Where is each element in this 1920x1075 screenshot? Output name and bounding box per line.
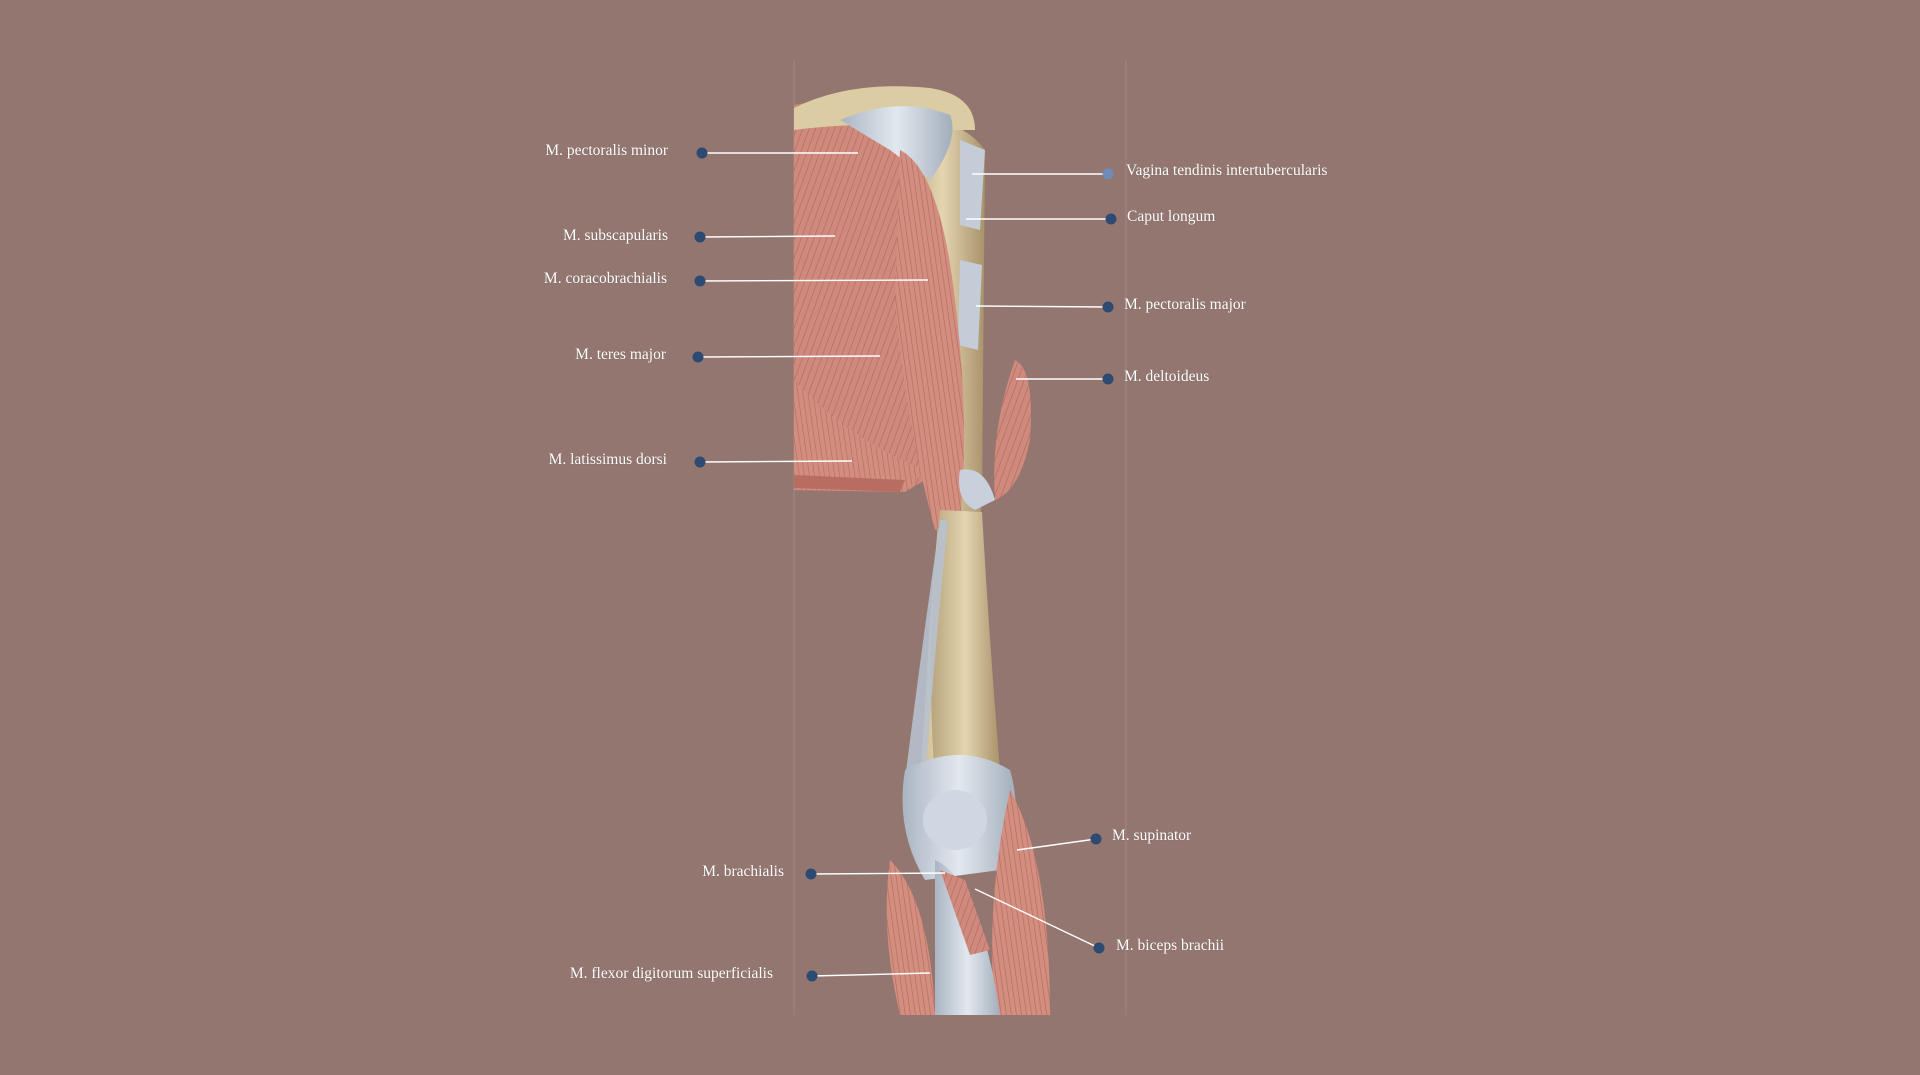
label-pectoralis-minor[interactable]: M. pectoralis minor [545, 142, 668, 159]
label-biceps-brachii[interactable]: M. biceps brachii [1116, 937, 1225, 954]
marker-pectoralis-major [1102, 301, 1114, 313]
label-brachialis[interactable]: M. brachialis [702, 863, 784, 880]
deltoideus-muscle-shape [959, 360, 1031, 510]
leader-lines [697, 152, 1111, 977]
marker-pectoralis-minor [696, 147, 708, 159]
marker-flexor-digitorum [806, 970, 818, 982]
leader-coracobrachialis [699, 279, 929, 282]
markers [692, 147, 1117, 982]
leader-latissimus-dorsi [699, 460, 853, 463]
leader-biceps-brachii [974, 888, 1100, 949]
marker-supinator [1090, 833, 1102, 845]
leader-brachialis [810, 872, 946, 875]
forearm-muscles-shape [886, 790, 1050, 1015]
marker-teres-major [692, 351, 704, 363]
leader-subscapularis [699, 235, 836, 238]
coracobrachialis-muscle-shape [895, 150, 964, 530]
label-teres-major[interactable]: M. teres major [575, 346, 666, 363]
marker-subscapularis [694, 231, 706, 243]
label-vagina-tendinis[interactable]: Vagina tendinis intertubercularis [1126, 162, 1328, 179]
marker-brachialis [805, 868, 817, 880]
marker-deltoideus [1102, 373, 1114, 385]
humerus-shaft-shape [931, 510, 1000, 780]
label-pectoralis-major[interactable]: M. pectoralis major [1124, 296, 1246, 313]
marker-latissimus-dorsi [694, 456, 706, 468]
elbow-capsule-shape [902, 755, 1016, 880]
leader-teres-major [697, 355, 881, 358]
shoulder-tendons-shape [840, 106, 985, 350]
label-latissimus-dorsi[interactable]: M. latissimus dorsi [548, 451, 667, 468]
leader-flexor-digitorum [811, 972, 931, 977]
marker-vagina-tendinis [1102, 168, 1114, 180]
label-flexor-digitorum-superficialis[interactable]: M. flexor digitorum superficialis [569, 965, 773, 982]
label-supinator[interactable]: M. supinator [1112, 827, 1192, 844]
marker-coracobrachialis [694, 275, 706, 287]
label-deltoideus[interactable]: M. deltoideus [1124, 368, 1210, 385]
marker-caput-longum [1105, 213, 1117, 225]
leader-pectoralis-major [975, 305, 1109, 308]
leader-supinator [1016, 838, 1097, 851]
label-subscapularis[interactable]: M. subscapularis [562, 227, 668, 244]
marker-biceps-brachii [1093, 942, 1105, 954]
label-coracobrachialis[interactable]: M. coracobrachialis [543, 270, 667, 287]
label-caput-longum[interactable]: Caput longum [1127, 208, 1216, 225]
